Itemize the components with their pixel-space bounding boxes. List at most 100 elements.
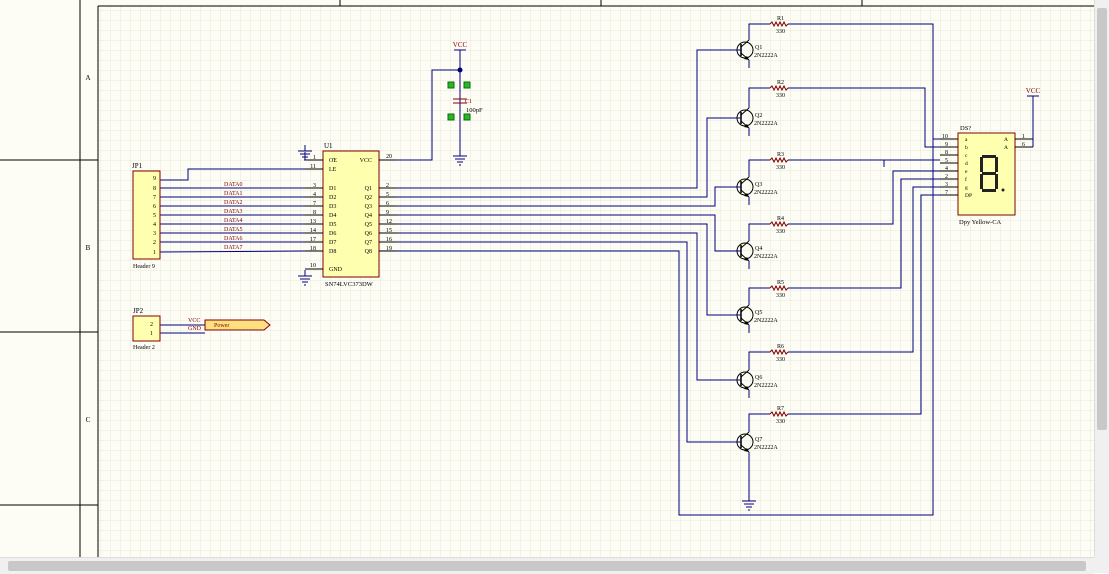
u1-pin-number: 13 bbox=[310, 219, 316, 225]
wire bbox=[788, 186, 940, 353]
zone-label: A bbox=[85, 74, 90, 82]
emitter-arrow bbox=[744, 448, 749, 452]
jp1-designator: JP1 bbox=[132, 162, 143, 170]
ds-pin-number: 6 bbox=[1022, 142, 1025, 148]
jp1-pin-number: 7 bbox=[153, 195, 156, 201]
u1-pin-number: 3 bbox=[313, 183, 316, 189]
vertical-scroll-thumb[interactable] bbox=[1097, 8, 1107, 430]
transistor-q2[interactable]: Q2 2N2222A bbox=[728, 107, 778, 129]
data-net-label: DATA3 bbox=[224, 209, 243, 215]
wire bbox=[788, 23, 940, 140]
u1-body[interactable] bbox=[322, 150, 380, 278]
u1-pin-number: 9 bbox=[386, 210, 389, 216]
cap-pad[interactable] bbox=[463, 81, 471, 89]
emitter-arrow bbox=[744, 193, 749, 197]
u1-pin-name: Q7 bbox=[365, 240, 372, 246]
horizontal-scroll-thumb[interactable] bbox=[8, 561, 1086, 571]
resistor-designator: R2 bbox=[777, 80, 784, 86]
jp1-comment: Header 9 bbox=[133, 264, 155, 270]
power-port-label: Power bbox=[214, 323, 229, 329]
transistor-part: 2N2222A bbox=[754, 121, 778, 127]
u1-pin-number: 16 bbox=[386, 237, 392, 243]
power-port[interactable] bbox=[204, 319, 271, 331]
transistor-part: 2N2222A bbox=[754, 254, 778, 260]
vertical-scrollbar[interactable] bbox=[1094, 0, 1109, 557]
resistor-r2[interactable]: R2 330 bbox=[769, 80, 789, 99]
wire bbox=[748, 223, 770, 241]
wires bbox=[159, 23, 1034, 516]
transistor-part: 2N2222A bbox=[754, 53, 778, 59]
ds-pin-name: c bbox=[965, 153, 968, 159]
u1-pin-number: 17 bbox=[310, 237, 316, 243]
ds-pin-name: d bbox=[965, 161, 968, 167]
jp1-body[interactable] bbox=[132, 170, 161, 260]
segment-dp bbox=[1001, 188, 1005, 192]
ds-pin-number: 4 bbox=[945, 166, 948, 172]
u1-designator: U1 bbox=[324, 142, 333, 150]
jp2-pin-number: 1 bbox=[150, 331, 153, 337]
resistor-value: 330 bbox=[776, 419, 785, 425]
u1-pin-name: Q8 bbox=[365, 249, 372, 255]
data-net-label: DATA0 bbox=[224, 182, 243, 188]
transistor-designator: Q2 bbox=[755, 113, 762, 119]
ds-pin-number: 3 bbox=[945, 182, 948, 188]
ds-pin-name: e bbox=[965, 169, 968, 175]
resistor-value: 330 bbox=[776, 93, 785, 99]
wire bbox=[397, 186, 728, 207]
ds-pin-number: 5 bbox=[945, 158, 948, 164]
resistor-value: 330 bbox=[776, 229, 785, 235]
cap-pad[interactable] bbox=[463, 113, 471, 121]
resistor-designator: R3 bbox=[777, 152, 784, 158]
resistor-r3[interactable]: R3 330 bbox=[769, 152, 789, 171]
jp1-pin-number: 6 bbox=[153, 204, 156, 210]
ds-pin-name: a bbox=[965, 137, 968, 143]
wire bbox=[788, 87, 940, 148]
ds-pin-name: g bbox=[965, 185, 968, 191]
horizontal-scrollbar[interactable] bbox=[0, 557, 1094, 574]
jp2-body[interactable] bbox=[132, 315, 161, 342]
resistor-zigzag bbox=[769, 284, 789, 292]
resistor-zigzag bbox=[769, 84, 789, 92]
u1-pin-name: D3 bbox=[329, 204, 336, 210]
resistor-value: 330 bbox=[776, 29, 785, 35]
cap-pad[interactable] bbox=[447, 113, 455, 121]
pin-line bbox=[740, 107, 750, 116]
segment-b bbox=[995, 157, 998, 172]
segment-d bbox=[982, 189, 996, 192]
resistor-value: 330 bbox=[776, 165, 785, 171]
u1-pin-number: 6 bbox=[386, 201, 389, 207]
jp1-pin-number: 4 bbox=[153, 222, 156, 228]
jp1-pin-number: 3 bbox=[153, 231, 156, 237]
cap-pad[interactable] bbox=[447, 81, 455, 89]
jp1-pin-number: 8 bbox=[153, 186, 156, 192]
emitter-arrow bbox=[744, 124, 749, 128]
u1-pin-number: 19 bbox=[386, 246, 392, 252]
u1-pin-number: 7 bbox=[313, 201, 316, 207]
u1-pin-name: Q5 bbox=[365, 222, 372, 228]
ds-pin-name: b bbox=[965, 145, 968, 151]
scroll-corner bbox=[1094, 557, 1109, 573]
pin-line bbox=[740, 176, 750, 185]
emitter-arrow bbox=[744, 56, 749, 60]
resistor-designator: R6 bbox=[777, 344, 784, 350]
u1-part-number: SN74LVC373DW bbox=[325, 281, 374, 288]
